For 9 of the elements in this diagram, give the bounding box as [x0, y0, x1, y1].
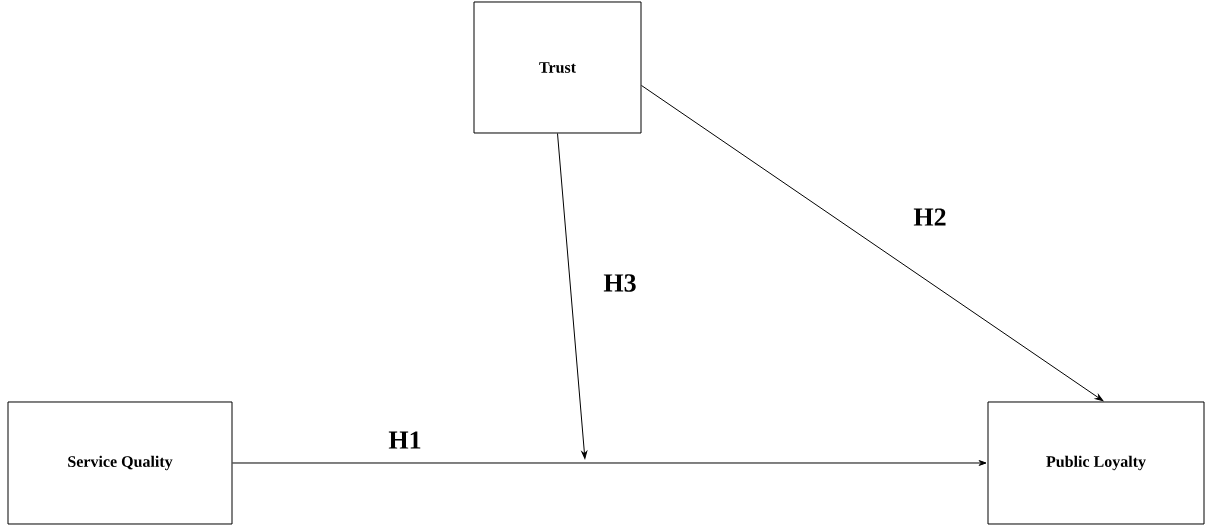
arrow	[557, 133, 588, 459]
concept-box: Service Quality	[7, 401, 233, 525]
edge-label: H2	[912, 207, 948, 227]
arrow	[641, 85, 1104, 402]
edge-label: H1	[387, 430, 423, 450]
edge-label: H3	[602, 273, 638, 293]
arrow	[232, 460, 987, 466]
concept-box: Public Loyalty	[987, 401, 1205, 525]
concept-box: Trust	[473, 1, 642, 134]
